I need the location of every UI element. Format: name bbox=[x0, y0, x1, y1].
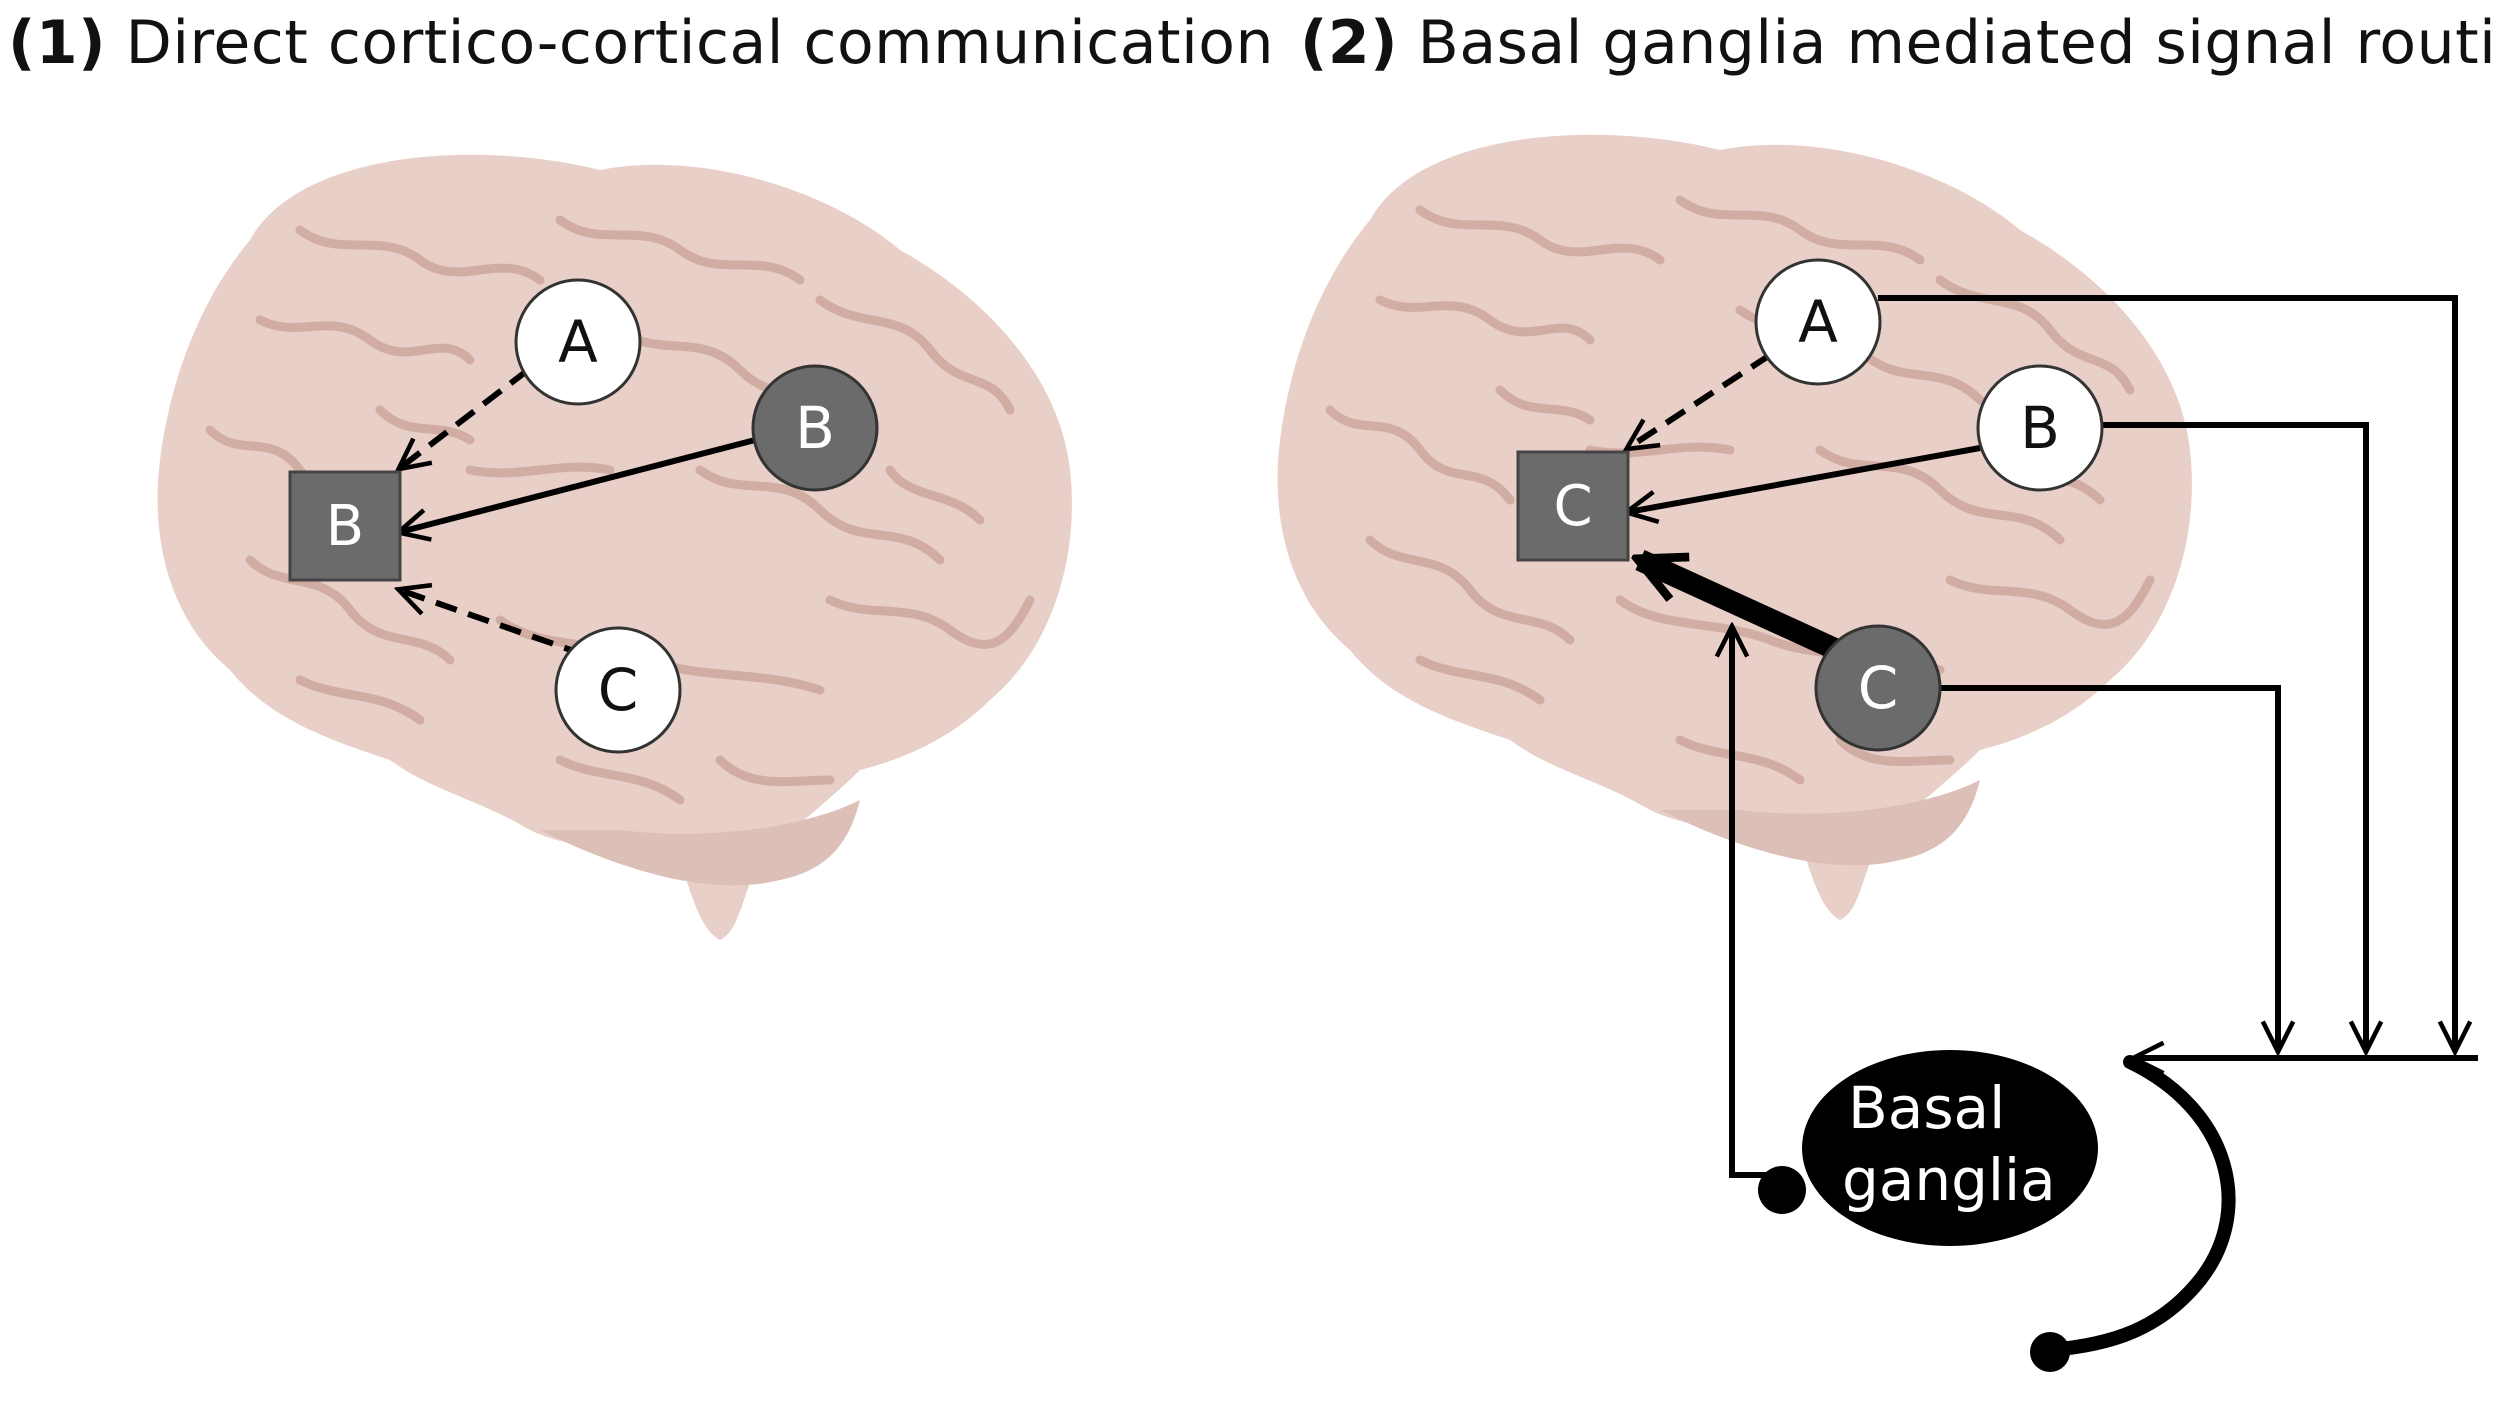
route-b-to-bg bbox=[2100, 422, 2366, 1050]
node-b-right-label: B bbox=[2020, 394, 2060, 462]
node-c-left bbox=[554, 626, 682, 754]
link-c-to-target-bold bbox=[1640, 549, 1853, 666]
panel-2-number: (2) bbox=[1300, 8, 1399, 78]
basal-ganglia-tail bbox=[2043, 1055, 2236, 1357]
panel-1-title: (1) Direct cortico-cortical communicatio… bbox=[8, 8, 1274, 78]
brain-image-left bbox=[157, 154, 1072, 940]
panel-1-title-text: Direct cortico-cortical communication bbox=[125, 8, 1274, 78]
basal-ganglia-label-line1: Basal bbox=[1848, 1074, 2005, 1142]
target-box-right bbox=[1516, 450, 1630, 562]
node-a-left-label: A bbox=[558, 308, 598, 376]
target-box-right-label: C bbox=[1553, 474, 1592, 539]
link-a-to-target-dashed-right bbox=[1628, 352, 1772, 448]
node-c-right-label: C bbox=[1858, 654, 1899, 722]
target-box-left bbox=[288, 470, 402, 582]
node-c-right-active bbox=[1814, 624, 1942, 752]
panel-2-title-text: Basal ganglia mediated signal routing bbox=[1417, 8, 2500, 78]
basal-ganglia-body bbox=[1802, 1050, 2098, 1246]
node-b-left-active bbox=[751, 364, 879, 492]
panel-1-diagram: B A B C bbox=[157, 154, 1072, 940]
target-box-left-label: B bbox=[326, 494, 364, 559]
node-b-left-label: B bbox=[795, 394, 835, 462]
route-c-to-bg bbox=[1938, 685, 2278, 1050]
panel-1-number: (1) bbox=[8, 8, 107, 78]
basal-ganglia-tail-end bbox=[2030, 1332, 2070, 1372]
node-b-right bbox=[1976, 364, 2104, 492]
panel-2-diagram: Basal ganglia C A B C bbox=[1277, 134, 2478, 1372]
node-a-right-label: A bbox=[1798, 288, 1838, 356]
basal-ganglia-label-line2: ganglia bbox=[1842, 1146, 2056, 1214]
node-a-right bbox=[1754, 258, 1882, 386]
link-a-to-target-dashed bbox=[400, 367, 530, 468]
link-b-to-target bbox=[400, 437, 756, 532]
panel-2-title: (2) Basal ganglia mediated signal routin… bbox=[1300, 8, 2500, 78]
link-b-to-target-right bbox=[1628, 445, 1981, 512]
node-a-left bbox=[514, 278, 642, 406]
node-c-left-label: C bbox=[598, 656, 639, 724]
route-a-to-bg bbox=[1878, 295, 2455, 1050]
route-bg-to-target bbox=[1732, 628, 1775, 1178]
